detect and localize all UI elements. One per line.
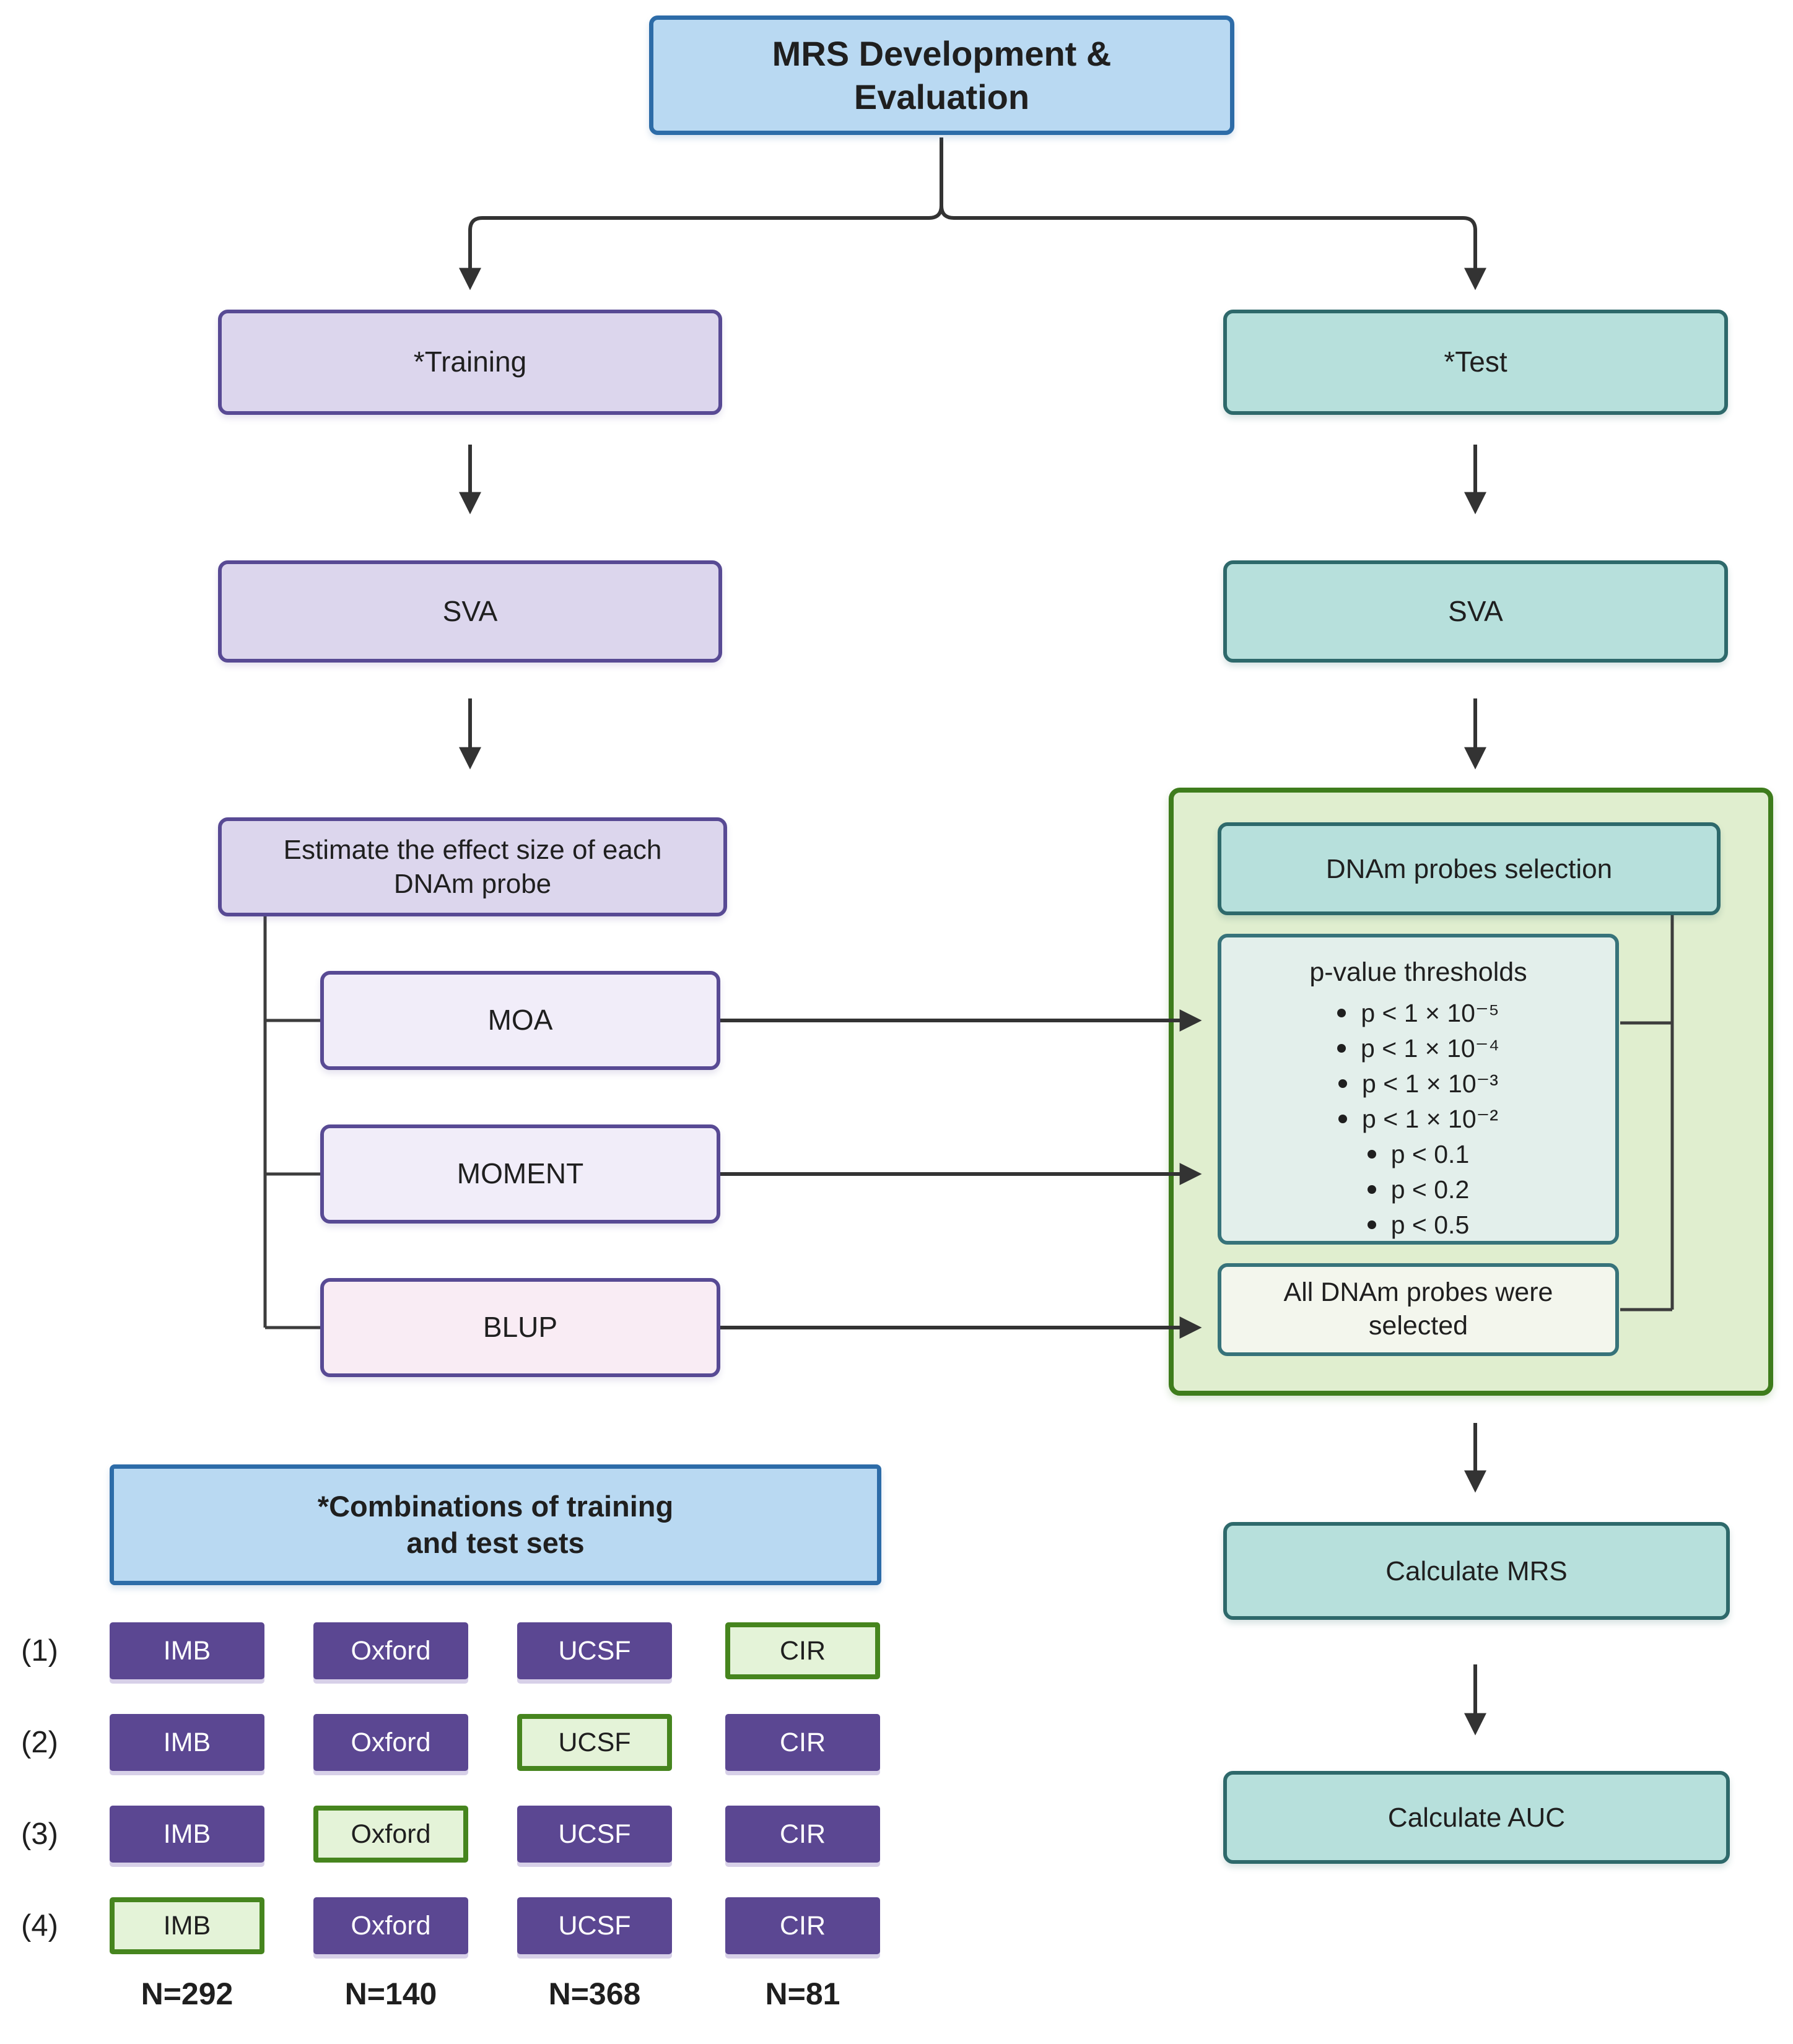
pvalue-thresholds-title: p-value thresholds [1309, 957, 1527, 987]
flow-node-calculate-auc: Calculate AUC [1223, 1771, 1730, 1864]
dataset-total: N=292 [141, 1977, 233, 2011]
flow-node-test: *Test [1223, 310, 1728, 415]
flow-node-sva-test: SVA [1223, 560, 1728, 663]
dataset-box: UCSF [517, 1622, 672, 1679]
dataset-total: N=81 [765, 1977, 840, 2011]
dataset-box: Oxford [313, 1897, 468, 1954]
flow-node-all-probes-selected: All DNAm probes were selected [1218, 1263, 1619, 1356]
pvalue-thresholds-list: p < 1 × 10⁻⁵ p < 1 × 10⁻⁴ p < 1 × 10⁻³ p… [1337, 996, 1499, 1243]
dataset-box: CIR [725, 1806, 880, 1863]
flow-node-moa: MOA [320, 971, 720, 1070]
flow-node-blup: BLUP [320, 1278, 720, 1377]
pvalue-threshold-item: p < 1 × 10⁻³ [1337, 1066, 1499, 1102]
combination-row-label: (4) [21, 1909, 58, 1942]
dataset-box: IMB [110, 1714, 264, 1771]
dataset-box: IMB [110, 1806, 264, 1863]
tree-connector-methods [263, 916, 320, 1329]
dataset-total: N=368 [548, 1977, 641, 2011]
pvalue-threshold-item: p < 0.5 [1337, 1207, 1499, 1243]
dataset-box: UCSF [517, 1897, 672, 1954]
dataset-box: IMB [110, 1622, 264, 1679]
pvalue-threshold-item: p < 1 × 10⁻⁵ [1337, 996, 1499, 1031]
dataset-box: CIR [725, 1714, 880, 1771]
flow-node-calculate-mrs: Calculate MRS [1223, 1522, 1730, 1620]
title-box: MRS Development & Evaluation [649, 15, 1234, 135]
combination-row-label: (3) [21, 1817, 58, 1851]
dataset-box: Oxford [313, 1806, 468, 1863]
pvalue-threshold-item: p < 1 × 10⁻² [1337, 1102, 1499, 1137]
combination-row-label: (2) [21, 1726, 58, 1759]
dataset-box: UCSF [517, 1714, 672, 1771]
dataset-total: N=140 [344, 1977, 437, 2011]
pvalue-threshold-item: p < 1 × 10⁻⁴ [1337, 1031, 1499, 1066]
pvalue-threshold-item: p < 0.2 [1337, 1172, 1499, 1207]
flow-node-training: *Training [218, 310, 722, 415]
combinations-title-box: *Combinations of training and test sets [110, 1464, 881, 1585]
pvalue-threshold-item: p < 0.1 [1337, 1137, 1499, 1172]
dataset-box: CIR [725, 1897, 880, 1954]
flow-node-dnam-probes-selection: DNAm probes selection [1218, 822, 1721, 915]
flow-node-estimate-effect-size: Estimate the effect size of each DNAm pr… [218, 817, 727, 916]
split-connector-left [459, 137, 943, 290]
dataset-box: Oxford [313, 1622, 468, 1679]
flow-node-sva-training: SVA [218, 560, 722, 663]
flow-node-moment: MOMENT [320, 1124, 720, 1224]
combination-row-label: (1) [21, 1634, 58, 1668]
pvalue-thresholds-box: p-value thresholds p < 1 × 10⁻⁵ p < 1 × … [1218, 934, 1619, 1245]
dataset-box: Oxford [313, 1714, 468, 1771]
split-connector-right [940, 137, 1486, 290]
dataset-box: UCSF [517, 1806, 672, 1863]
dataset-box: IMB [110, 1897, 264, 1954]
dataset-box: CIR [725, 1622, 880, 1679]
